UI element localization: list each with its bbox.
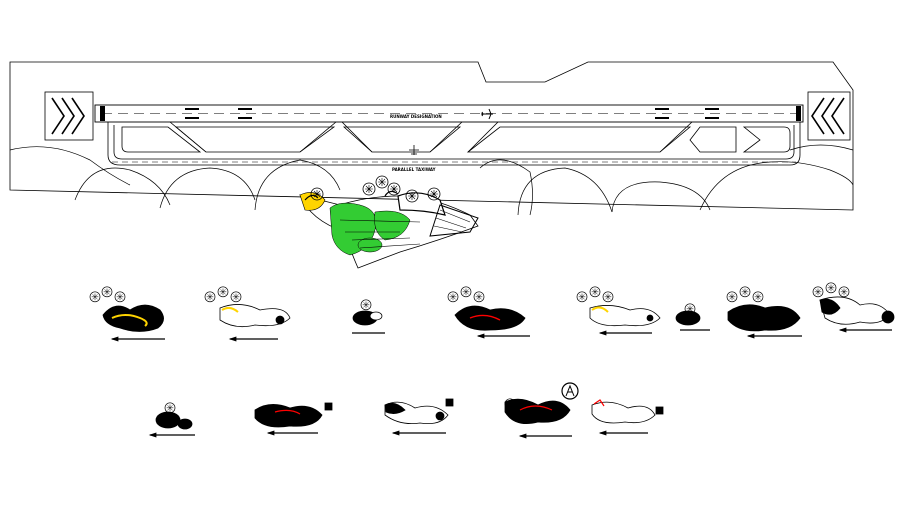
scale-bar-icon xyxy=(110,327,847,439)
runway xyxy=(94,104,804,123)
taxiway xyxy=(107,121,801,166)
terrain-contours xyxy=(9,144,854,216)
detail-plan-row-2 xyxy=(150,382,664,437)
tree-icon xyxy=(812,286,824,298)
tree-icon xyxy=(825,282,837,294)
tree-icon xyxy=(447,291,459,303)
site-boundary xyxy=(9,61,854,211)
airplane-icon xyxy=(481,108,493,120)
tree-icon xyxy=(460,286,472,298)
tree-icon xyxy=(114,291,126,303)
detail-plan-row-1 xyxy=(102,296,895,340)
tree-icon xyxy=(230,291,242,303)
chevron-threshold-icon-right xyxy=(807,91,851,141)
tree-icon xyxy=(739,286,751,298)
terminal-master-plan xyxy=(299,190,479,269)
tree-icon xyxy=(362,182,376,196)
tree-icon xyxy=(375,175,389,189)
tree-icon xyxy=(602,291,614,303)
tree-icon xyxy=(101,286,113,298)
tree-icon xyxy=(204,291,216,303)
aircraft-parking-icon xyxy=(409,145,419,155)
tree-icon xyxy=(217,286,229,298)
taxiway-label: PARALLEL TAXIWAY xyxy=(392,167,436,172)
chevron-threshold-icon xyxy=(44,91,94,141)
north-arrow-icon xyxy=(164,402,176,414)
tree-icon xyxy=(473,291,485,303)
tree-icon xyxy=(387,182,401,196)
tree-icon xyxy=(589,286,601,298)
tree-icon xyxy=(752,291,764,303)
tree-icon xyxy=(89,291,101,303)
tree-icon xyxy=(576,291,588,303)
runway-label: RUNWAY DESIGNATION xyxy=(390,114,442,119)
tree-icon xyxy=(838,286,850,298)
tree-icon xyxy=(726,291,738,303)
north-arrow-icon xyxy=(360,299,372,311)
